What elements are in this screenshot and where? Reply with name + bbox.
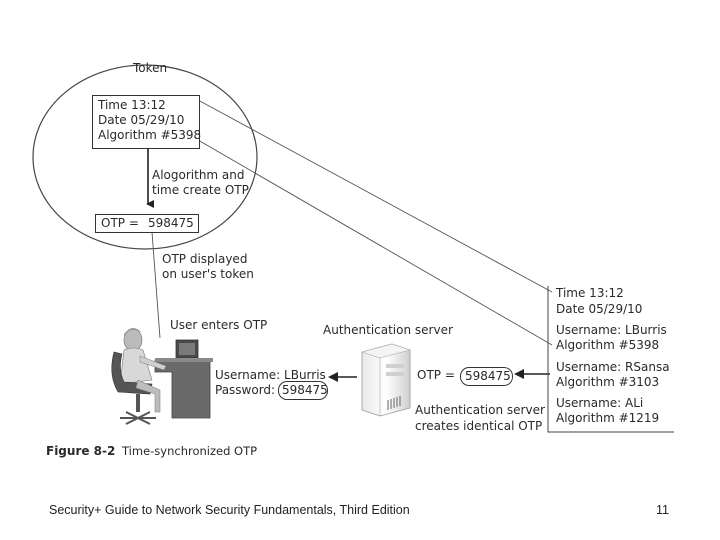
page-number: 11 <box>656 503 669 517</box>
record-username: Username: ALi <box>556 396 644 410</box>
token-otp-value: 598475 <box>148 216 194 230</box>
otp-displayed-line1: OTP displayed <box>162 252 248 266</box>
connector-time-line <box>197 99 553 293</box>
server-otp-pill: 598475 <box>460 367 513 386</box>
token-otp-label: OTP = <box>101 216 139 230</box>
user-password-pill: 598475 <box>278 381 328 400</box>
connector-algorithm-line <box>197 139 553 346</box>
user-enters-label: User enters OTP <box>170 318 268 332</box>
record-algorithm: Algorithm #5398 <box>556 338 660 352</box>
server-icon <box>360 343 412 417</box>
token-date: Date 05/29/10 <box>98 113 185 127</box>
server-otp-value: 598475 <box>465 369 511 383</box>
records-bracket <box>547 286 674 433</box>
record-username: Username: LBurris <box>556 323 667 337</box>
token-time: Time 13:12 <box>98 98 166 112</box>
record-username: Username: RSansa <box>556 360 670 374</box>
otp-displayed-line2: on user's token <box>162 267 254 281</box>
user-password-value: 598475 <box>282 383 328 397</box>
user-password-label: Password: <box>215 383 276 397</box>
token-info-box: Time 13:12 Date 05/29/10 Algorithm #5398 <box>92 95 202 149</box>
record-algorithm: Algorithm #1219 <box>556 411 660 425</box>
server-title: Authentication server <box>323 323 453 337</box>
user-at-desk-icon <box>111 328 213 425</box>
server-creates-line1: Authentication server <box>415 403 545 417</box>
records-date: Date 05/29/10 <box>556 302 643 316</box>
create-otp-line1: Alogorithm and <box>152 168 245 182</box>
create-otp-line2: time create OTP <box>152 183 249 197</box>
server-otp-label: OTP = <box>417 368 455 382</box>
token-otp-box: OTP = 598475 <box>95 214 199 233</box>
record-algorithm: Algorithm #3103 <box>556 375 660 389</box>
figure-number: Figure 8-2 <box>46 444 116 458</box>
otp-to-user-line <box>151 231 161 339</box>
footer-book-title: Security+ Guide to Network Security Fund… <box>49 503 410 517</box>
server-creates-line2: creates identical OTP <box>415 419 543 433</box>
token-algorithm: Algorithm #5398 <box>98 128 202 142</box>
token-title: Token <box>133 61 168 75</box>
user-username: Username: LBurris <box>215 368 326 382</box>
token-ellipse <box>32 64 258 250</box>
records-time: Time 13:12 <box>556 286 624 300</box>
figure-caption: Time-synchronized OTP <box>122 444 258 458</box>
